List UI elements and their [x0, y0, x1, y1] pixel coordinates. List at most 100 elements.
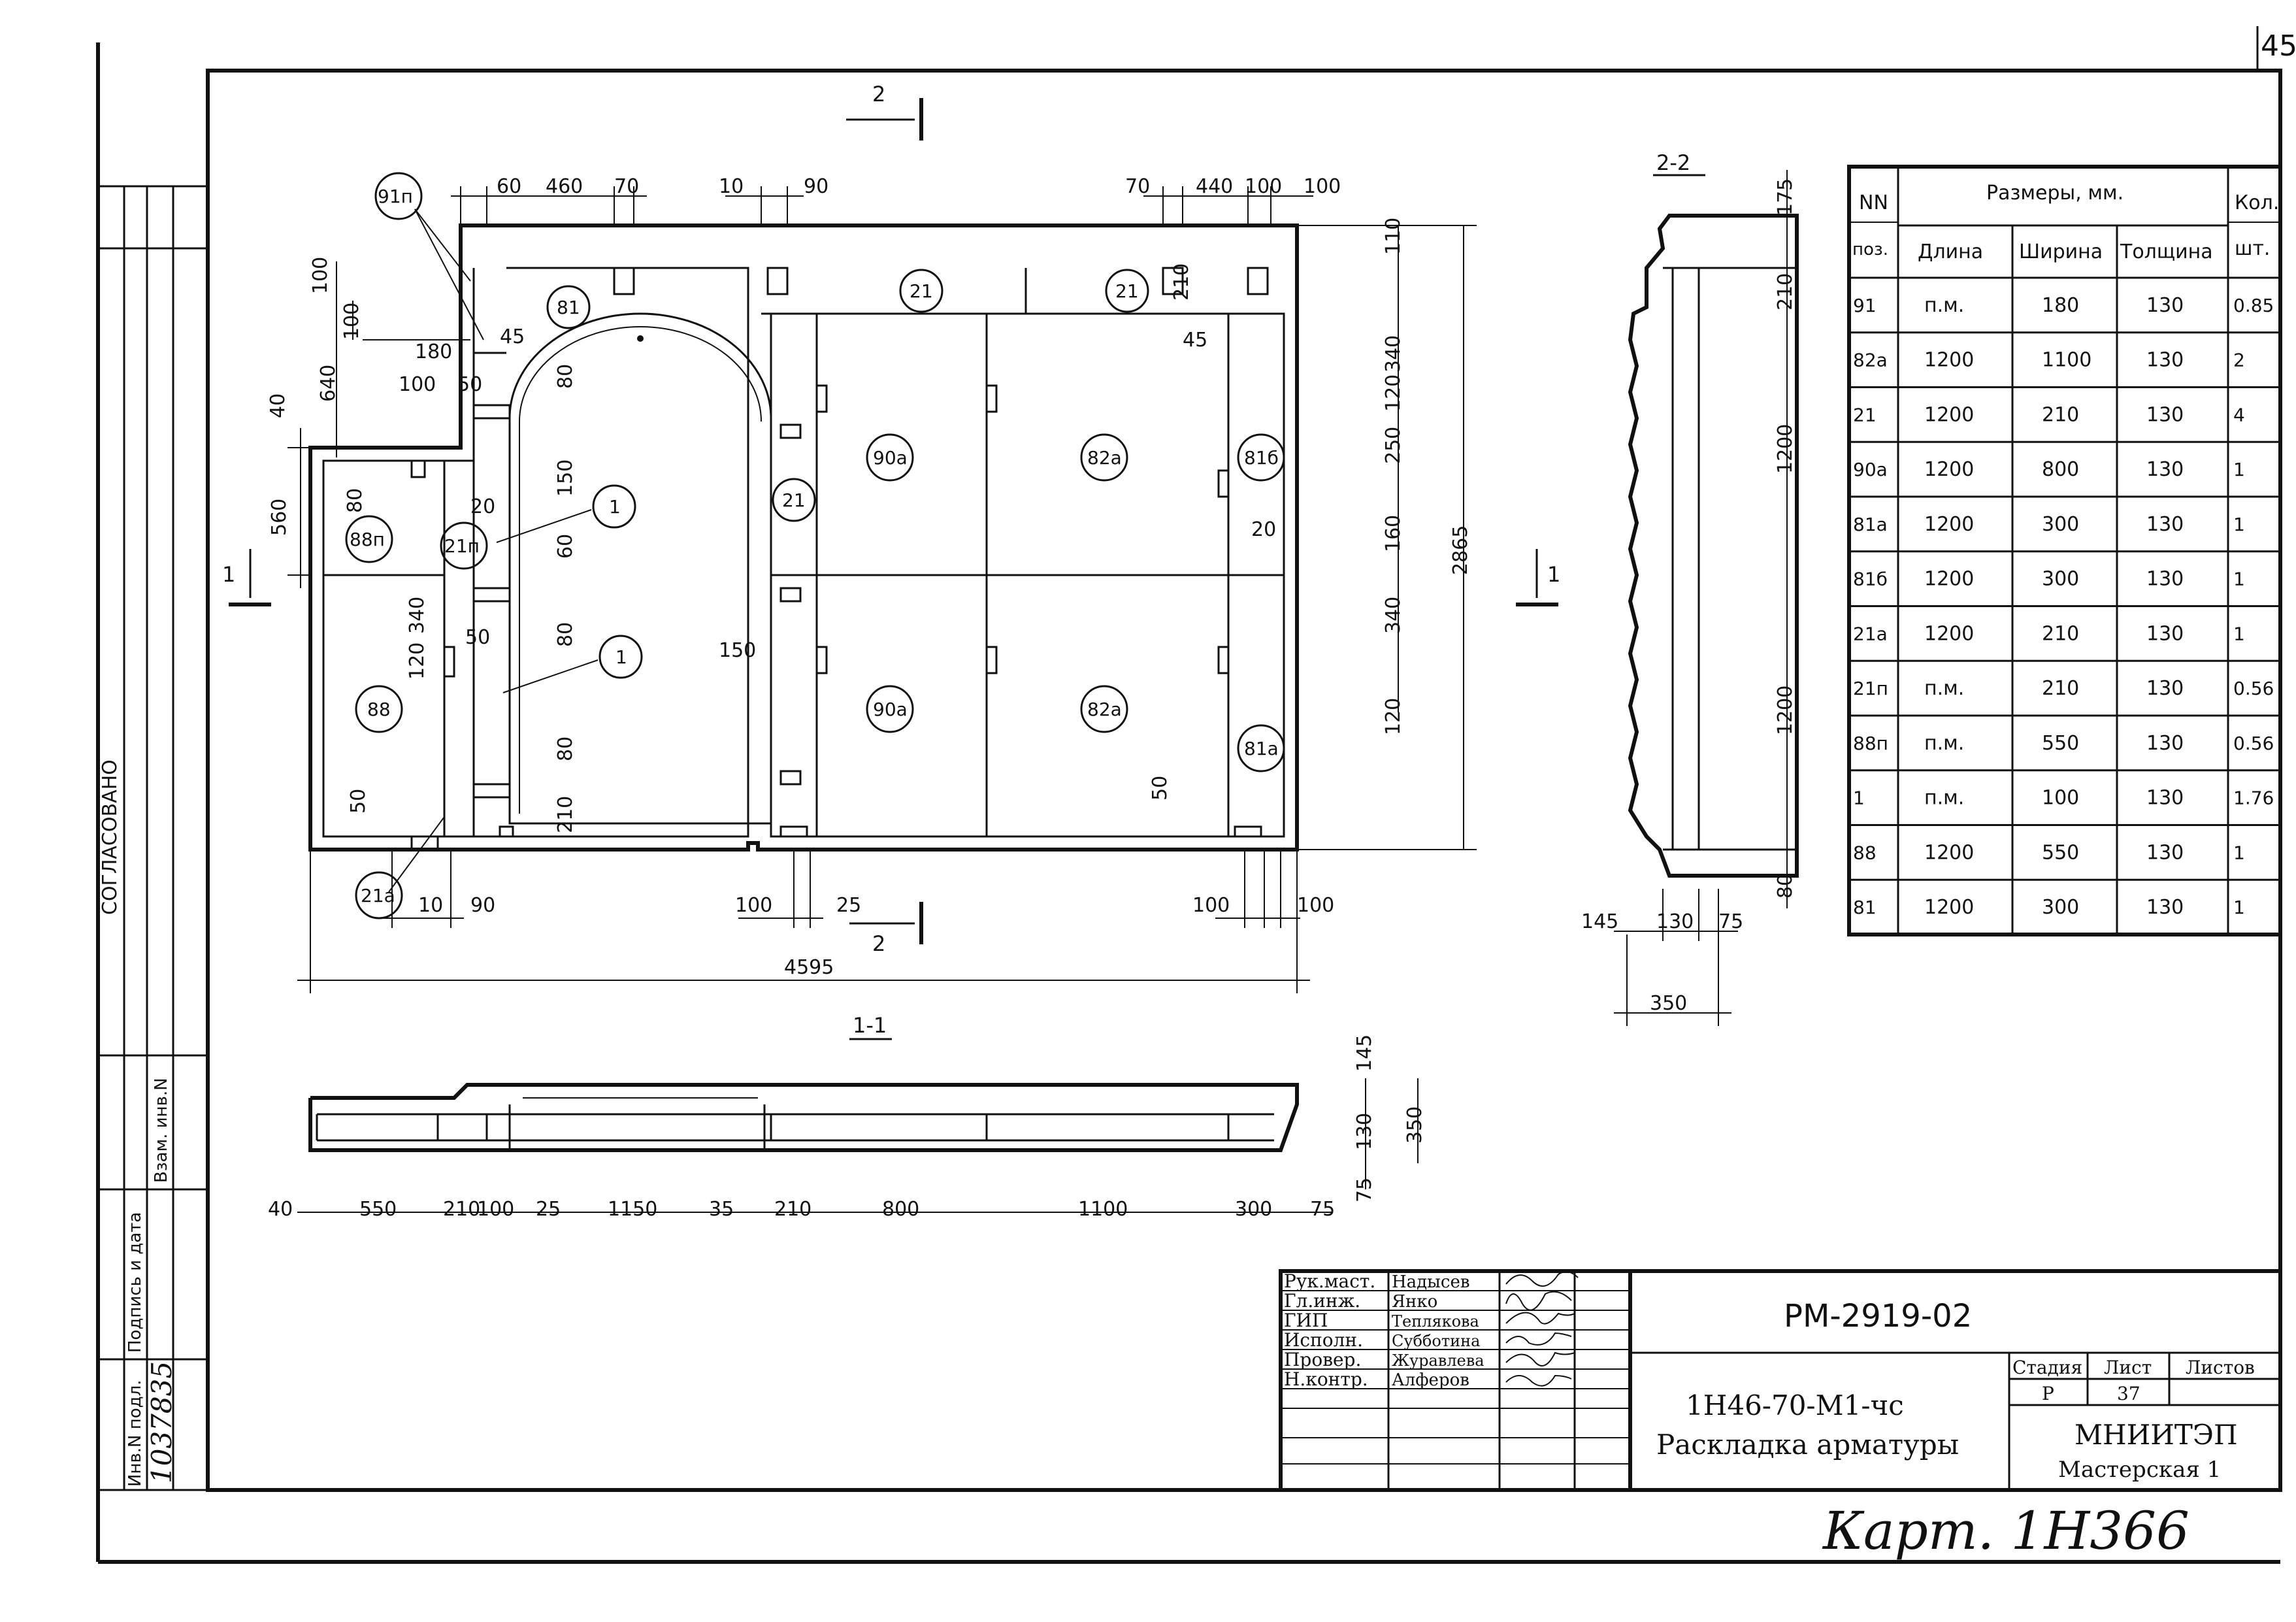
table-cell: 0.56 — [2233, 678, 2274, 699]
sheet-value: 37 — [2117, 1383, 2140, 1404]
plan-dim-top: 70 — [614, 175, 639, 198]
header-pos: поз. — [1852, 240, 1888, 259]
plan-dim-left: 340 — [406, 597, 429, 634]
plan-dim-left: 90 — [470, 894, 495, 917]
plan-dim-bottom: 100 — [1192, 894, 1230, 917]
position-bubble: 21 — [772, 478, 816, 522]
tb-name: Янко — [1392, 1292, 1437, 1312]
plan-dim-left: 40 — [267, 393, 289, 418]
header-width: Ширина — [2019, 240, 2103, 263]
plan-dim-right: 340 — [1382, 597, 1405, 634]
position-bubble: 1 — [592, 484, 636, 529]
table-cell: 0.56 — [2233, 733, 2274, 754]
plan-dim-left: 640 — [317, 365, 340, 402]
section-1-1-dim: 1100 — [1078, 1198, 1128, 1221]
plan-dim-left: 80 — [344, 488, 367, 513]
plan-dim-total-width: 4595 — [784, 956, 834, 979]
table-cell: 130 — [2146, 732, 2184, 755]
plan-dim-right: 160 — [1382, 515, 1405, 552]
table-cell: 1200 — [1924, 568, 1974, 591]
table-cell: 1 — [2233, 459, 2245, 480]
cut-2-bottom: 2 — [872, 931, 885, 956]
org-name: МНИИТЭП — [2075, 1419, 2238, 1451]
position-bubble: 81б — [1237, 433, 1285, 482]
section-1-1-dim: 550 — [359, 1198, 397, 1221]
page-number: 45 — [2261, 29, 2296, 63]
header-qty-unit: шт. — [2235, 237, 2270, 260]
tb-name: Журавлева — [1392, 1351, 1484, 1370]
section-1-1-dim: 40 — [268, 1198, 293, 1221]
table-cell: 180 — [2042, 294, 2079, 317]
tb-role: Гл.инж. — [1284, 1290, 1360, 1312]
table-cell: 800 — [2042, 458, 2079, 481]
stage-label: Стадия — [2012, 1357, 2082, 1378]
header-nn: NN — [1859, 191, 1888, 214]
position-label: 90а — [873, 699, 908, 720]
table-cell: 1100 — [2042, 349, 2091, 372]
section-1-1-dim: 300 — [1235, 1198, 1272, 1221]
plan-dim-top: 100 — [1245, 175, 1282, 198]
table-cell: 300 — [2042, 896, 2079, 919]
title-block: Рук.маст. Гл.инж. ГИП Исполн. Провер. Н.… — [1279, 1269, 2282, 1492]
plan-dim-left: 10 — [418, 894, 443, 917]
position-label: 21 — [1115, 280, 1139, 302]
dept-name: Мастерская 1 — [2058, 1457, 2221, 1483]
plan-dim-mid: 210 — [554, 796, 577, 833]
margin-inv-repl: Взам. инв.N — [152, 1078, 171, 1183]
plan-dim-left: 20 — [470, 495, 495, 518]
table-cell: 550 — [2042, 732, 2079, 755]
position-label: 1 — [609, 496, 621, 518]
doc-code: РМ-2919-02 — [1784, 1298, 1972, 1334]
plan-dim-right: 120 — [1382, 698, 1405, 735]
position-label: 81 — [557, 297, 580, 318]
plan-dim-left: 100 — [309, 257, 332, 294]
plan-dim-top: 70 — [1125, 175, 1150, 198]
section-1-1-dim: 75 — [1310, 1198, 1335, 1221]
position-bubble: 21а — [355, 871, 403, 919]
tb-name: Алферов — [1392, 1370, 1469, 1390]
table-cell: 91 — [1853, 295, 1877, 316]
table-cell: 130 — [2146, 349, 2184, 372]
section-1-1-dim: 25 — [536, 1198, 561, 1221]
section-2-2-dim: 350 — [1650, 992, 1687, 1015]
plan-dim-left: 560 — [268, 499, 291, 536]
margin-inv-value: 1037835 — [146, 1361, 178, 1483]
section-1-1-label: 1-1 — [853, 1013, 887, 1038]
table-cell: 90а — [1853, 459, 1888, 480]
table-cell: 1 — [2233, 897, 2245, 918]
drawing-title: Раскладка арматуры — [1656, 1429, 1959, 1461]
margin-agreed: СОГЛАСОВАНО — [99, 759, 122, 915]
plan-dim-left: 50 — [465, 626, 490, 649]
table-cell: 130 — [2146, 513, 2184, 536]
table-cell: п.м. — [1924, 787, 1964, 810]
table-cell: 88 — [1853, 842, 1877, 863]
position-bubble: 88 — [355, 685, 403, 733]
plan-dim-left: 180 — [415, 340, 452, 363]
table-cell: 210 — [2042, 403, 2079, 426]
table-cell: 210 — [2042, 622, 2079, 645]
plan-dim-right: 110 — [1382, 218, 1405, 255]
plan-dim-right: 45 — [1183, 329, 1207, 352]
plan-dim-top: 60 — [497, 175, 521, 198]
position-label: 21а — [361, 885, 395, 906]
table-cell: 300 — [2042, 568, 2079, 591]
position-bubble: 21п — [440, 521, 488, 570]
plan-dim-right: 120 — [1382, 374, 1405, 412]
margin-inv-orig: Инв.N подл. — [125, 1380, 145, 1487]
table-cell: 100 — [2042, 787, 2079, 810]
position-bubble: 90а — [866, 685, 914, 733]
table-cell: 81а — [1853, 514, 1888, 535]
signature — [1505, 1271, 1579, 1387]
plan-dim-top: 90 — [804, 175, 828, 198]
table-cell: 2 — [2233, 350, 2245, 371]
plan-dim-left: 50 — [347, 789, 370, 814]
tb-name: Надысев — [1392, 1272, 1469, 1292]
tb-role: Исполн. — [1284, 1329, 1363, 1351]
spec-table: NN поз. Размеры, мм. Длина Ширина Толщин… — [1847, 165, 2282, 936]
cut-1-left: 1 — [222, 562, 235, 587]
plan-dim-bottom: 100 — [735, 894, 772, 917]
table-cell: 130 — [2146, 896, 2184, 919]
table-cell: 130 — [2146, 294, 2184, 317]
tb-role: ГИП — [1284, 1310, 1328, 1331]
